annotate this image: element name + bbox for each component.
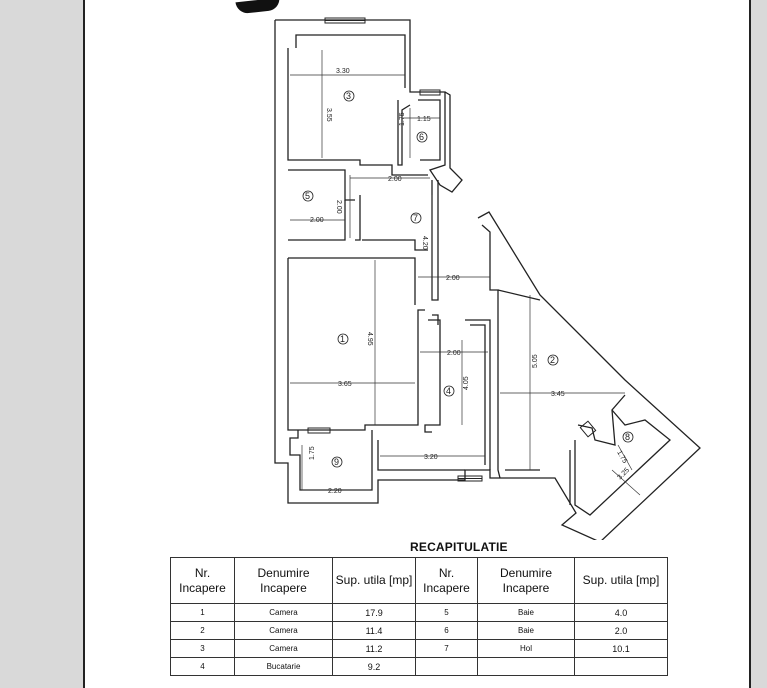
header-nr: Nr. Incapere [170,557,235,604]
header-nr: Nr. Incapere [415,557,478,604]
room-marker-8: 8 [622,431,634,443]
cell-sup: 11.2 [332,639,416,658]
dim-label: 2.20 [328,488,342,495]
dim-label: 4.05 [463,376,470,390]
svg-text:6: 6 [419,132,424,142]
table-row: 3 Camera 11.2 7 Hol 10.1 [170,639,668,658]
room5-wall [288,169,355,201]
cell-nr: 6 [415,621,478,640]
table-row: 1 Camera 17.9 5 Baie 4.0 [170,603,668,622]
svg-text:1: 1 [340,334,345,344]
dim-label: 1.75 [399,112,406,126]
dim-label: 2.00 [388,176,402,183]
room7-wall [431,180,439,301]
dim-label: 4.20 [421,236,428,250]
room-marker-9: 9 [331,456,343,468]
svg-text:2: 2 [550,355,555,365]
table-header-row: Nr. Incapere Denumire Incapere Sup. util… [170,557,668,604]
room-marker-7: 7 [410,212,422,224]
dim-label: 1.15 [417,116,431,123]
svg-text:5: 5 [305,191,310,201]
header-denumire: Denumire Incapere [234,557,333,604]
cell-nr: 2 [170,621,235,640]
room1-wall [287,258,425,431]
room-marker-3: 3 [343,90,355,102]
room4-wall [424,319,441,433]
dim-label: 3.55 [325,108,332,122]
header-denumire: Denumire Incapere [477,557,575,604]
svg-text:4: 4 [446,386,451,396]
cell-denumire: Baie [477,621,575,640]
cell-nr: 7 [415,639,478,658]
room6-wall [397,100,411,166]
outer-wall-main [274,20,701,540]
dim-label: 3.30 [336,68,350,75]
recap-title: RECAPITULATIE [410,540,508,554]
cell-nr: 5 [415,603,478,622]
cell-denumire [477,657,575,676]
room-marker-2: 2 [547,354,559,366]
dim-label: 2.00 [447,350,461,357]
cell-sup [574,657,668,676]
cell-sup: 4.0 [574,603,668,622]
header-sup: Sup. utila [mp] [332,557,416,604]
cell-denumire: Baie [477,603,575,622]
dim-label: 3.45 [551,391,565,398]
svg-text:9: 9 [334,457,339,467]
room-marker-6: 6 [416,131,428,143]
header-sup: Sup. utila [mp] [574,557,668,604]
cell-nr [415,657,478,676]
dim-label: 2.00 [335,200,342,214]
dim-label: 5.05 [532,354,539,368]
outer-wall-left [275,19,463,193]
cell-denumire: Camera [234,621,333,640]
dimension-lines [290,50,641,496]
room3-wall [287,48,428,176]
room2-wall [481,224,501,479]
svg-text:7: 7 [413,213,418,223]
room-markers: 3 6 5 7 1 2 4 8 9 [302,90,634,468]
table-row: 2 Camera 11.4 6 Baie 2.0 [170,621,668,640]
cell-denumire: Hol [477,639,575,658]
cell-sup: 11.4 [332,621,416,640]
room-marker-5: 5 [302,190,314,202]
room8-wall [577,394,626,446]
room-marker-4: 4 [443,385,455,397]
cell-denumire: Camera [234,603,333,622]
dim-label: 1.75 [309,446,316,460]
cell-sup: 10.1 [574,639,668,658]
cell-nr: 4 [170,657,235,676]
cell-denumire: Bucatarie [234,657,333,676]
cell-sup: 2.0 [574,621,668,640]
room-marker-1: 1 [337,333,349,345]
dim-label: 3.20 [424,454,438,461]
cell-denumire: Camera [234,639,333,658]
dim-label: 2.00 [446,275,460,282]
svg-text:8: 8 [625,432,630,442]
floor-plan: 3.30 3.55 1.15 1.75 2.00 2.00 2.00 4.20 … [274,17,701,540]
cell-nr: 1 [170,603,235,622]
walls [274,19,701,540]
cell-sup: 17.9 [332,603,416,622]
cell-sup: 9.2 [332,657,416,676]
windows [307,17,597,482]
dim-label: 2.00 [310,217,324,224]
dim-label: 3.65 [338,381,352,388]
svg-text:3: 3 [346,91,351,101]
cell-nr: 3 [170,639,235,658]
table-row: 4 Bucatarie 9.2 [170,657,668,676]
dim-label: 4.95 [366,332,373,346]
recap-table: Nr. Incapere Denumire Incapere Sup. util… [170,557,668,676]
dim-label: 1.75 [615,450,628,465]
